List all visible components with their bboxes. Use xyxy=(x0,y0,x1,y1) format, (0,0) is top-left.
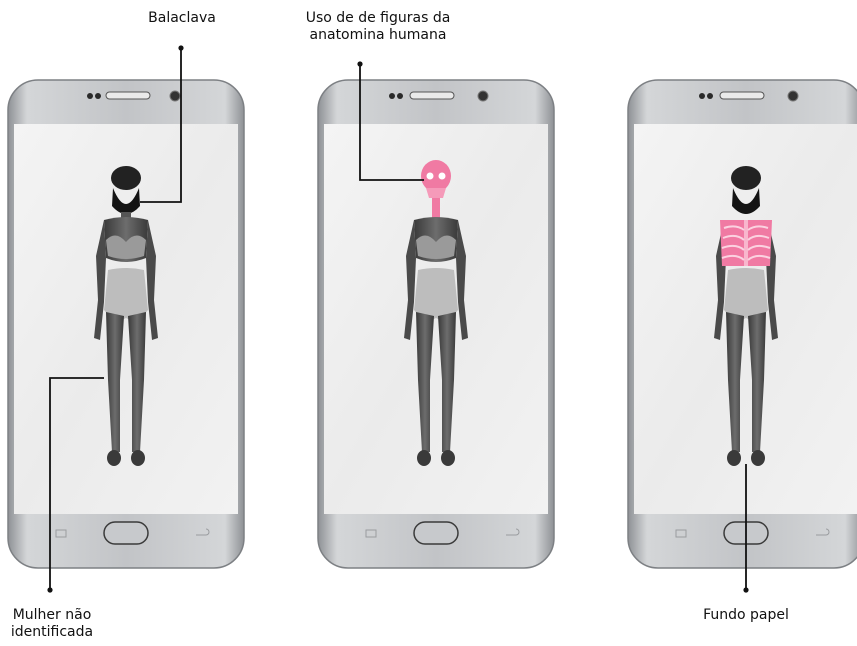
speaker-grille-icon xyxy=(720,92,764,99)
label-woman-line2: identificada xyxy=(0,624,104,641)
front-camera-icon xyxy=(478,91,488,101)
home-button[interactable] xyxy=(104,522,148,544)
front-camera-icon xyxy=(170,91,180,101)
sensor-dot-icon xyxy=(707,93,713,99)
phone-left xyxy=(8,80,244,568)
home-button[interactable] xyxy=(414,522,458,544)
sensor-dot-icon xyxy=(389,93,395,99)
label-paper: Fundo papel xyxy=(680,607,812,624)
sensor-dot-icon xyxy=(397,93,403,99)
sensor-dot-icon xyxy=(87,93,93,99)
label-anatomy: Uso de de figuras da anatomina humana xyxy=(280,10,476,44)
label-anatomy-line2: anatomina humana xyxy=(280,27,476,44)
speaker-grille-icon xyxy=(106,92,150,99)
phone-right xyxy=(628,80,857,568)
sensor-dot-icon xyxy=(95,93,101,99)
ribcage-icon xyxy=(720,220,772,266)
label-woman-line1: Mulher não xyxy=(0,607,104,624)
label-balaclava-text: Balaclava xyxy=(148,10,216,26)
phone-middle xyxy=(318,80,554,568)
sensor-dot-icon xyxy=(699,93,705,99)
label-woman: Mulher não identificada xyxy=(0,607,104,641)
skull-icon xyxy=(421,160,451,192)
speaker-grille-icon xyxy=(410,92,454,99)
label-paper-text: Fundo papel xyxy=(703,607,789,623)
front-camera-icon xyxy=(788,91,798,101)
label-anatomy-line1: Uso de de figuras da xyxy=(280,10,476,27)
label-balaclava: Balaclava xyxy=(130,10,234,27)
